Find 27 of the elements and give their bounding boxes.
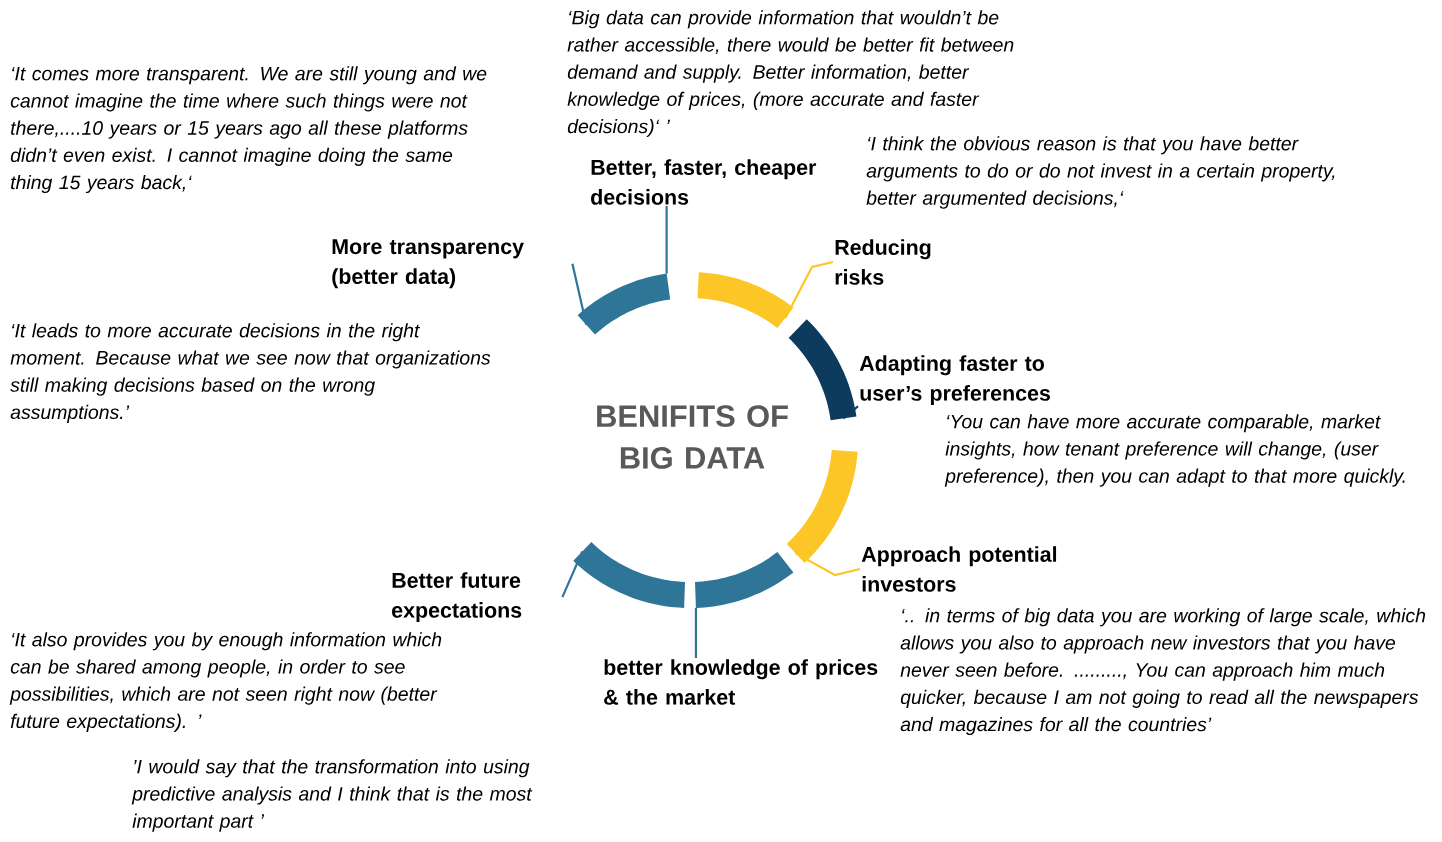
benefit-label: better knowledge of prices & the market bbox=[604, 659, 878, 705]
benefit-label: More transparency (better data) bbox=[332, 239, 524, 289]
leader-line bbox=[784, 260, 834, 319]
leader-line bbox=[665, 206, 668, 274]
quote-text: ‘I think the obvious reason is that you have better arguments to do or do not invest in a certain property, better argumented decisions,‘ bbox=[866, 136, 1335, 209]
ring-segment bbox=[786, 449, 858, 563]
leader-line bbox=[842, 405, 859, 420]
ring-segment bbox=[697, 272, 794, 329]
quote-text: ‘You can have more accurate comparable, market insights, how tenant preference will change, (user preference), then you can adapt to that more quickly. bbox=[944, 414, 1405, 487]
quote-text: ‘It also provides you by enough information which can be shared among people, in order to see possibilities, which are not seen right now (better future expectations). ’ bbox=[9, 632, 442, 732]
benefit-label: Better, faster, cheaper decisions bbox=[591, 159, 817, 205]
benefit-label: Adapting faster to user’s preferences bbox=[859, 355, 1050, 406]
leader-line bbox=[694, 607, 697, 658]
quote-text: ‘.. in terms of big data you are working of large scale, which allows you also to approach new investors that you have never seen before. ........., You can approach him much quicker, because I am not going to read all the newspapers and magazines for all the countries’ bbox=[900, 608, 1426, 736]
quote-text: ‘It leads to more accurate decisions in the right moment. Because what we see now that organizations still making decisions based on the wrong assumptions.’ bbox=[10, 323, 491, 423]
ring-segment bbox=[573, 542, 685, 608]
ring-segment bbox=[788, 319, 857, 421]
quote-text: ‘It comes more transparent. We are still young and we cannot imagine the time where such things were not there,....10 years or 15 years ago all these platforms didn’t even exist. I cannot imagine doing the same thing 15 years back,‘ bbox=[10, 66, 487, 194]
benefit-label: Better future expectations bbox=[392, 572, 522, 623]
ring-segment bbox=[695, 551, 794, 608]
benefit-label: Approach potential investors bbox=[861, 546, 1057, 592]
leader-line bbox=[561, 551, 584, 598]
benefit-label: Reducing risks bbox=[835, 239, 931, 285]
quote-text: ’I would say that the transformation into using predictive analysis and I think that is the most important part ’ bbox=[131, 759, 533, 832]
leader-line bbox=[571, 263, 588, 326]
center-title: BENIFITS OF BIG DATA bbox=[597, 405, 788, 469]
ring-segment bbox=[577, 273, 671, 335]
